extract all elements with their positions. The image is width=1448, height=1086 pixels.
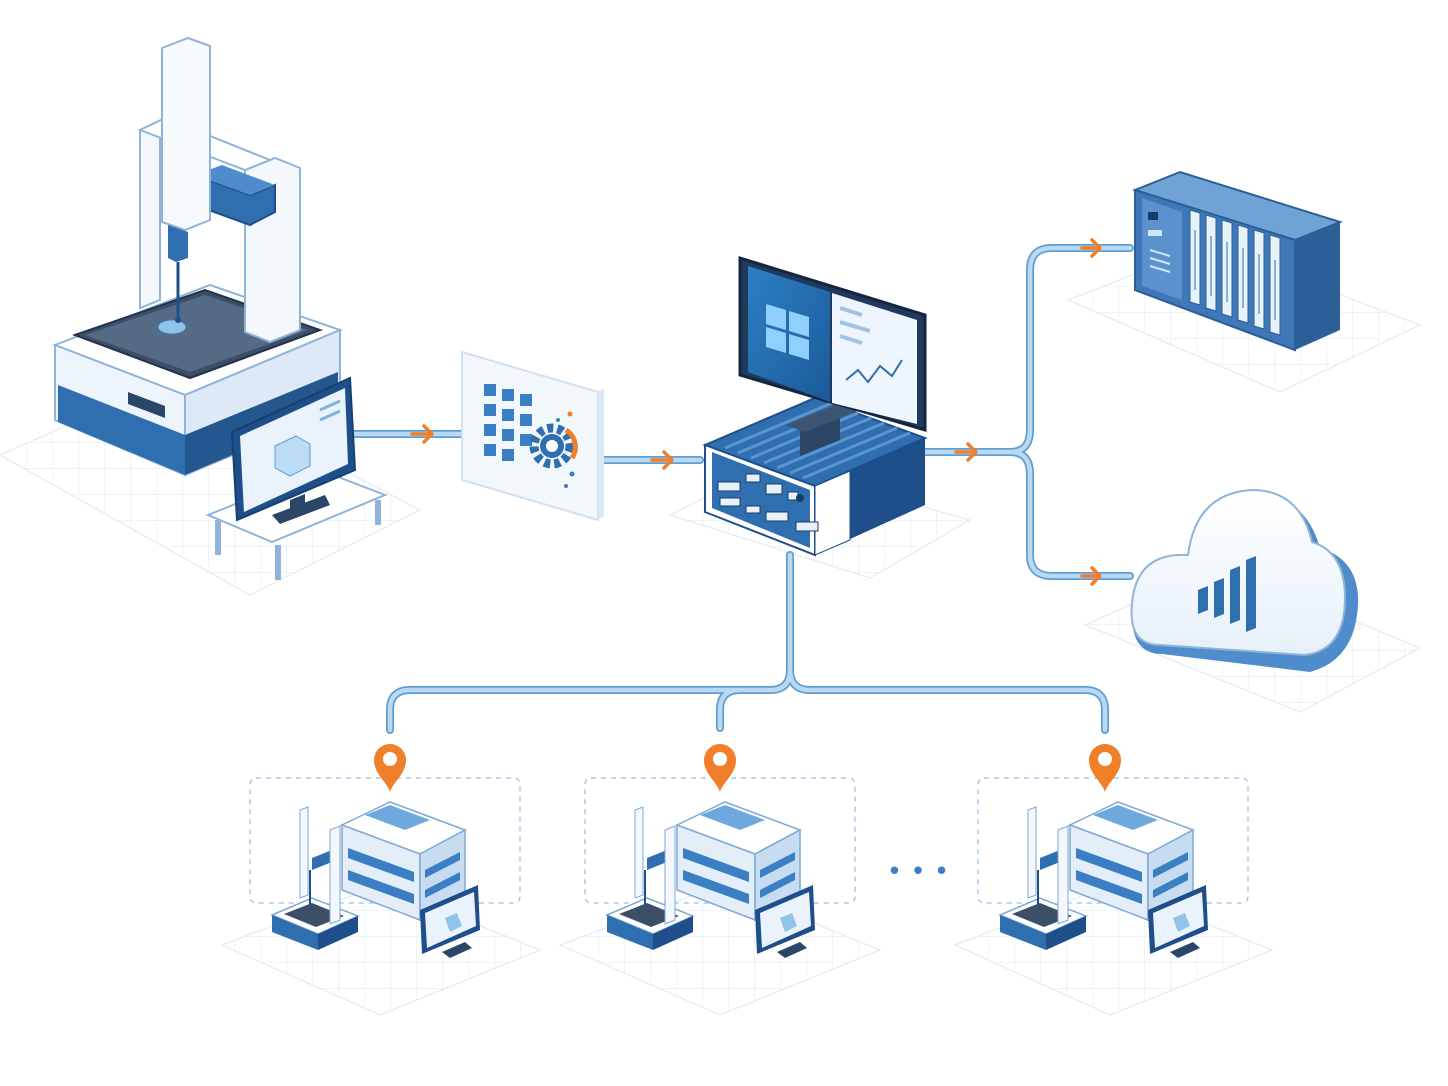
remote-factory-site-icon [977,744,1249,958]
connector-branch-to-plc [1007,245,1133,455]
plc-controller-rack-icon [1132,170,1343,352]
connector-edge-to-site-2 [717,687,743,731]
cloud-analytics-icon [1130,488,1359,672]
arrow-right-icon [1080,238,1102,258]
factory-building-icon [340,801,467,922]
connector-edge-to-site-3 [787,667,1108,733]
arrow-right-icon [1080,566,1102,586]
mini-cmm-icon [605,806,695,950]
mini-monitor-icon [420,885,480,958]
site-frame [584,777,856,904]
connector-edge-to-site-1 [387,552,793,733]
mini-cmm-icon [270,806,360,950]
location-pin-icon [704,744,736,792]
remote-factory-site-icon [249,744,521,958]
windows-monitor-icon [738,255,927,456]
remote-sites [249,744,1249,958]
site-frame [977,777,1249,904]
arrow-right-icon [410,424,434,444]
windows-logo-icon [766,304,809,360]
mini-monitor-icon [1148,885,1208,958]
interface-gear-panel-icon [461,350,604,522]
connectors [351,244,1134,734]
gear-icon [529,423,578,469]
location-pin-icon [1089,744,1121,792]
mini-monitor-icon [755,885,815,958]
cmm-display-monitor-icon [205,376,388,580]
remote-factory-site-icon [584,744,856,958]
mini-cmm-icon [998,806,1088,950]
arrow-right-icon [650,450,674,470]
sites-ellipsis: • • • [887,857,950,887]
arrow-right-icon [954,442,978,462]
connector-branch-to-cloud [1007,449,1133,579]
site-frame [249,777,521,904]
flow-arrows [410,238,1102,586]
location-pin-icon [374,744,406,792]
bar-chart-icon [1198,556,1256,632]
